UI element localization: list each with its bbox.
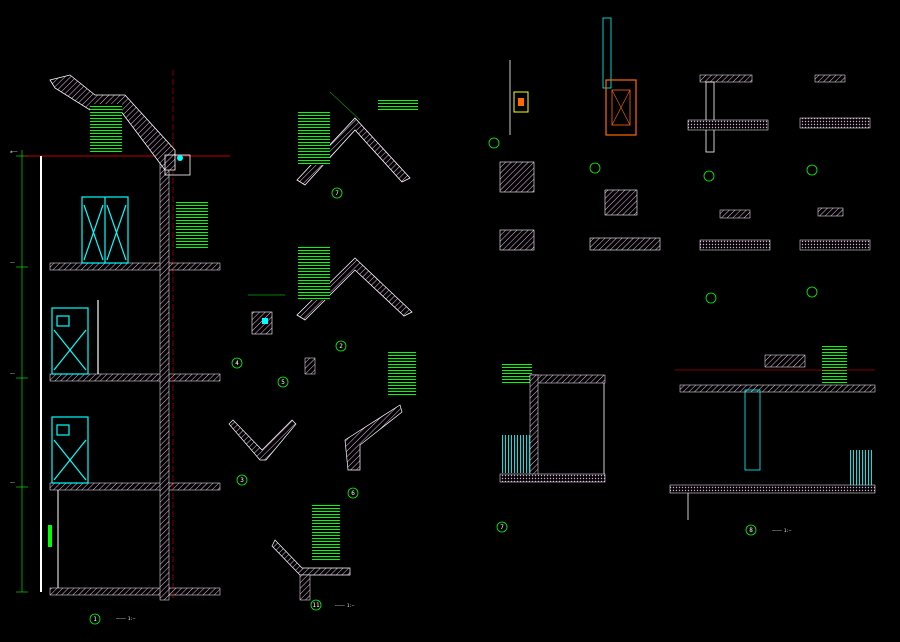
gutter-detail-small: 4 5 <box>231 294 316 388</box>
ridge-detail-top: 7 <box>296 91 418 199</box>
floor-slab-2 <box>49 373 221 382</box>
floor-slab-3 <box>49 482 221 491</box>
svg-text:4: 4 <box>235 360 239 367</box>
svg-text:——: —— <box>10 371 15 376</box>
eave-detail-right: 6 <box>344 352 416 499</box>
detail-bubble-1 <box>89 613 101 625</box>
section-detail-7: 7 <box>496 362 606 533</box>
floor-slab-1 <box>49 262 221 271</box>
svg-text:2: 2 <box>339 343 343 350</box>
svg-text:——: —— <box>10 260 15 265</box>
wall-section-detail: ±—— —— —— —— <box>10 70 230 625</box>
window-floor-2 <box>51 300 99 375</box>
detail-caption-1: ———— 1:— <box>116 616 136 621</box>
svg-text:6: 6 <box>351 490 355 497</box>
level-marks: ±—— —— —— —— <box>10 149 18 485</box>
outer-wall-line <box>40 156 42 592</box>
interior-column <box>159 159 170 601</box>
roof-notes <box>90 104 122 154</box>
section-detail-8: 8 ———— 1:— <box>669 345 876 536</box>
eave-gutter <box>164 154 191 176</box>
svg-text:———— 1:—: ———— 1:— <box>772 528 792 533</box>
svg-text:1: 1 <box>93 616 97 623</box>
chimney-detail <box>589 17 661 251</box>
valley-detail: 3 <box>228 419 297 486</box>
roof-slope <box>49 74 176 171</box>
svg-text:11: 11 <box>312 602 320 609</box>
column-detail-a <box>488 60 535 251</box>
svg-text:8: 8 <box>749 527 753 534</box>
parapet-details <box>687 74 871 304</box>
window-floor-3 <box>81 196 129 264</box>
svg-text:7: 7 <box>500 524 504 531</box>
svg-text:3: 3 <box>240 477 244 484</box>
floor-slab-4 <box>49 587 221 596</box>
left-dimension-chain <box>16 150 28 593</box>
svg-text:———— 1:—: ———— 1:— <box>335 603 355 608</box>
eave-detail-bottom: 11 ———— 1:— <box>271 505 355 611</box>
svg-text:5: 5 <box>281 379 285 386</box>
ridge-detail-middle: 2 <box>296 245 413 352</box>
window-floor-1 <box>51 416 89 484</box>
parapet-notes <box>176 200 208 250</box>
svg-text:±——: ±—— <box>10 149 18 154</box>
svg-text:——: —— <box>10 480 15 485</box>
svg-text:7: 7 <box>335 190 339 197</box>
